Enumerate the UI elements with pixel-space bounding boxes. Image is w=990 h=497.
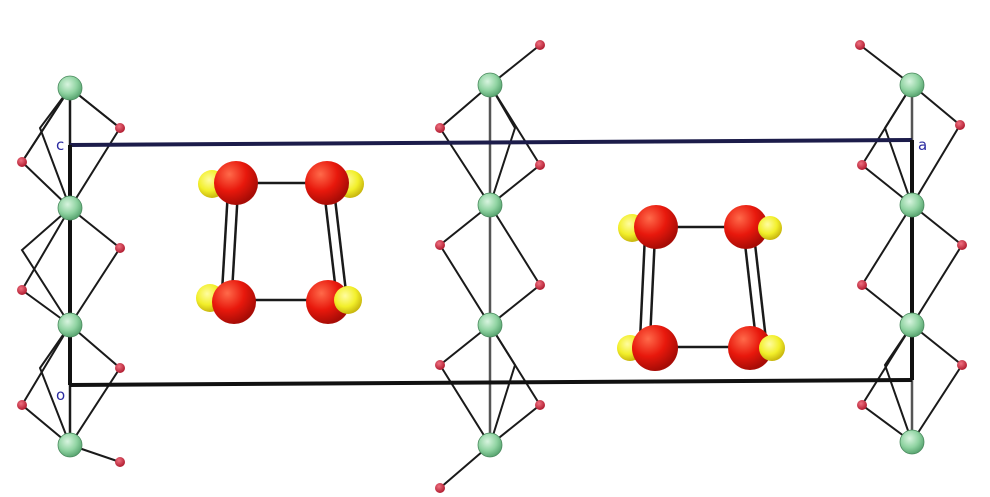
small-atom (957, 360, 967, 370)
small-atom (535, 280, 545, 290)
yellow-atom (334, 286, 362, 314)
yellow-atom (758, 216, 782, 240)
axis-label-a: a (918, 136, 927, 154)
small-atom (857, 280, 867, 290)
small-atom (115, 457, 125, 467)
red-atom (305, 161, 349, 205)
red-atom (212, 280, 256, 324)
small-atom (17, 400, 27, 410)
ring-cluster-left (196, 161, 364, 324)
green-atom (57, 75, 83, 101)
red-atom (634, 205, 678, 249)
red-atom (214, 161, 258, 205)
small-atom (535, 40, 545, 50)
small-atoms (17, 40, 967, 493)
red-atom (724, 205, 768, 249)
small-atom (435, 483, 445, 493)
axis-label-o: o (56, 386, 65, 404)
green-atom (899, 192, 925, 218)
red-atom (728, 326, 772, 370)
small-atom (115, 243, 125, 253)
small-atom (435, 240, 445, 250)
unit-cell (68, 138, 914, 387)
small-atom (955, 120, 965, 130)
green-atom (899, 312, 925, 338)
green-atom (899, 72, 925, 98)
small-atom (115, 123, 125, 133)
green-atom (57, 432, 83, 458)
green-atom (57, 312, 83, 338)
green-atom (899, 429, 925, 455)
small-atom (435, 123, 445, 133)
small-atom (435, 360, 445, 370)
small-atom (535, 400, 545, 410)
green-atom (477, 432, 503, 458)
small-atom (857, 400, 867, 410)
small-atom (957, 240, 967, 250)
small-atom (115, 363, 125, 373)
green-atom (477, 192, 503, 218)
cell-edge-bottom (69, 378, 913, 387)
axis-label-c: c (56, 136, 64, 154)
small-atom (17, 157, 27, 167)
small-atom (17, 285, 27, 295)
small-atom (855, 40, 865, 50)
cell-edge-top (69, 138, 913, 147)
yellow-atom (759, 335, 785, 361)
green-atom (477, 312, 503, 338)
green-atoms (57, 72, 925, 458)
green-atom (477, 72, 503, 98)
small-atom (535, 160, 545, 170)
red-atom (632, 325, 678, 371)
small-atom (857, 160, 867, 170)
green-atom (57, 195, 83, 221)
ring-cluster-right (617, 205, 785, 371)
